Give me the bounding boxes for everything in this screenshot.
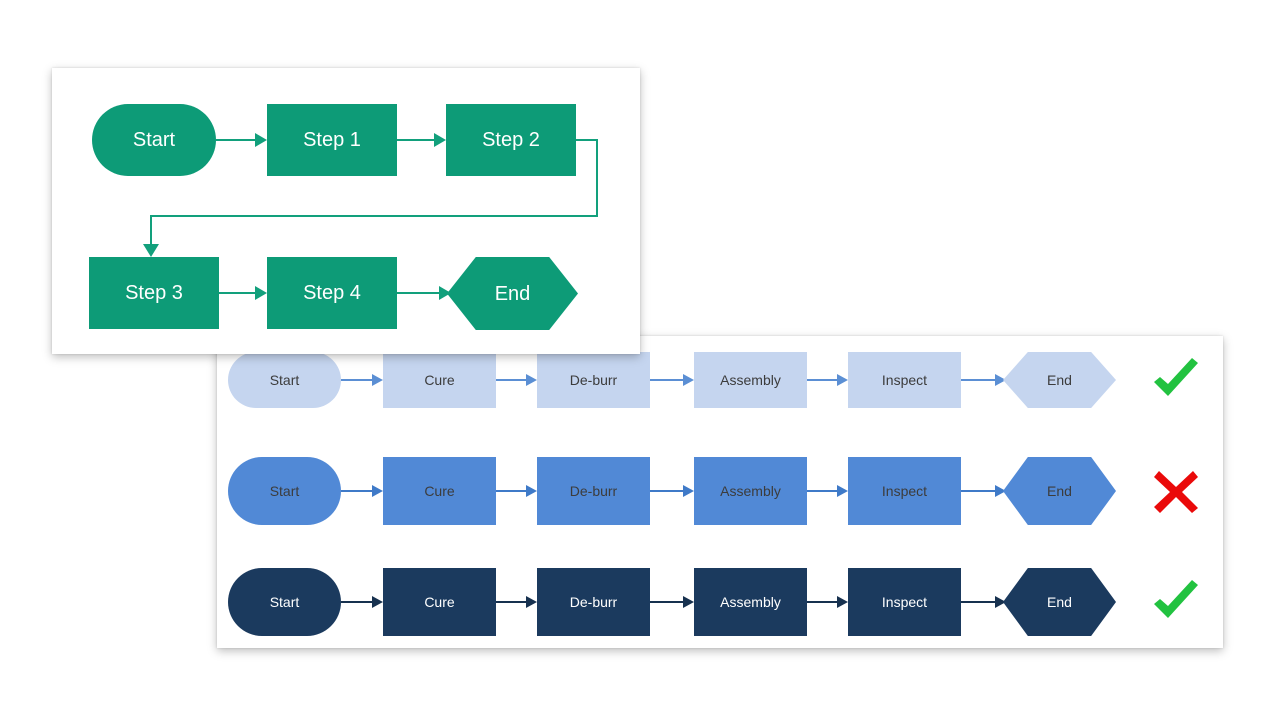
blue-node-row-medium-assembly: Assembly: [694, 457, 807, 525]
green-node-label: Step 2: [482, 129, 540, 151]
blue-node-row-light-inspect: Inspect: [848, 352, 961, 408]
blue-connector-arrowhead: [683, 374, 694, 386]
blue-connector-arrowhead: [372, 485, 383, 497]
blue-connector-line: [496, 490, 526, 492]
green-node-label: Start: [132, 129, 176, 151]
green-connector-start-step1-line: [216, 139, 255, 141]
status-check-icon: [1148, 352, 1204, 408]
blue-connector-arrowhead: [995, 485, 1006, 497]
green-node-step3: Step 3: [89, 257, 219, 329]
blue-node-label: Cure: [424, 594, 455, 610]
green-node-step1: Step 1: [267, 104, 397, 176]
blue-node-label: Cure: [424, 372, 455, 388]
green-node-step4: Step 4: [267, 257, 397, 329]
blue-node-label: Inspect: [881, 372, 928, 388]
blue-connector-arrowhead: [683, 596, 694, 608]
blue-node-label: De-burr: [569, 594, 618, 610]
blue-node-label: Start: [269, 372, 300, 388]
blue-connector-arrowhead: [995, 596, 1006, 608]
green-flowchart-card: Start Step 1 Step 2 Step 3 Step 4 End: [52, 68, 640, 354]
blue-node-row-medium-cure: Cure: [383, 457, 496, 525]
blue-node-row-light-de-burr: De-burr: [537, 352, 650, 408]
blue-node-label: End: [1047, 483, 1072, 499]
green-node-start: Start: [92, 104, 216, 176]
blue-connector-arrowhead: [995, 374, 1006, 386]
green-connector-step2-step3-segment-v1: [596, 140, 598, 215]
green-node-end: End: [447, 257, 578, 330]
blue-node-row-medium-start: Start: [228, 457, 341, 525]
green-connector-step2-step3-arrowhead: [143, 244, 159, 257]
blue-node-row-light-cure: Cure: [383, 352, 496, 408]
blue-connector-line: [341, 601, 372, 603]
green-node-step2: Step 2: [446, 104, 576, 176]
blue-node-row-dark-assembly: Assembly: [694, 568, 807, 636]
blue-node-label: De-burr: [569, 483, 618, 499]
green-connector-step2-step3-segment-h2: [150, 215, 598, 217]
blue-node-row-medium-inspect: Inspect: [848, 457, 961, 525]
blue-connector-line: [961, 601, 995, 603]
green-node-label: Step 4: [303, 282, 361, 304]
green-connector-step3-step4-line: [219, 292, 255, 294]
blue-connector-line: [961, 490, 995, 492]
blue-connector-line: [496, 601, 526, 603]
blue-connector-line: [650, 490, 683, 492]
blue-node-label: Inspect: [881, 483, 928, 499]
green-connector-step4-end-arrowhead: [439, 286, 451, 300]
blue-connector-arrowhead: [683, 485, 694, 497]
blue-connector-arrowhead: [526, 374, 537, 386]
blue-node-label: Inspect: [881, 594, 928, 610]
green-connector-step1-step2-line: [397, 139, 434, 141]
green-node-label: Step 3: [125, 282, 183, 304]
blue-node-row-light-end: End: [1003, 352, 1116, 408]
blue-node-label: End: [1047, 594, 1072, 610]
blue-connector-line: [341, 490, 372, 492]
blue-node-label: Cure: [424, 483, 455, 499]
green-connector-step3-step4-arrowhead: [255, 286, 267, 300]
blue-connector-arrowhead: [837, 596, 848, 608]
blue-connector-arrowhead: [526, 485, 537, 497]
blue-node-row-dark-start: Start: [228, 568, 341, 636]
blue-connector-line: [496, 379, 526, 381]
status-cross-icon: [1148, 463, 1204, 519]
blue-node-row-dark-cure: Cure: [383, 568, 496, 636]
blue-node-label: Start: [269, 483, 300, 499]
blue-connector-line: [807, 490, 837, 492]
blue-node-label: Assembly: [720, 594, 781, 610]
blue-node-label: Start: [269, 594, 300, 610]
blue-connector-arrowhead: [837, 485, 848, 497]
green-connector-step2-step3-segment-h1: [576, 139, 598, 141]
blue-connector-arrowhead: [372, 374, 383, 386]
blue-node-row-dark-inspect: Inspect: [848, 568, 961, 636]
blue-connector-arrowhead: [526, 596, 537, 608]
blue-connector-arrowhead: [837, 374, 848, 386]
green-connector-start-step1-arrowhead: [255, 133, 267, 147]
status-check-icon: [1148, 574, 1204, 630]
blue-connector-line: [807, 601, 837, 603]
green-connector-step4-end-line: [397, 292, 439, 294]
blue-node-label: End: [1047, 372, 1072, 388]
green-node-label: Step 1: [303, 129, 361, 151]
blue-node-row-medium-de-burr: De-burr: [537, 457, 650, 525]
green-connector-step2-step3-segment-v2: [150, 215, 152, 244]
blue-connector-line: [807, 379, 837, 381]
blue-node-row-dark-end: End: [1003, 568, 1116, 636]
blue-node-label: Assembly: [720, 483, 781, 499]
blue-node-label: De-burr: [569, 372, 618, 388]
blue-connector-arrowhead: [372, 596, 383, 608]
blue-connector-line: [650, 601, 683, 603]
blue-node-row-light-assembly: Assembly: [694, 352, 807, 408]
green-node-label: End: [494, 282, 531, 305]
blue-node-row-light-start: Start: [228, 352, 341, 408]
blue-connector-line: [341, 379, 372, 381]
blue-node-label: Assembly: [720, 372, 781, 388]
blue-connector-line: [961, 379, 995, 381]
blue-node-row-medium-end: End: [1003, 457, 1116, 525]
blue-node-row-dark-de-burr: De-burr: [537, 568, 650, 636]
green-connector-step1-step2-arrowhead: [434, 133, 446, 147]
blue-connector-line: [650, 379, 683, 381]
